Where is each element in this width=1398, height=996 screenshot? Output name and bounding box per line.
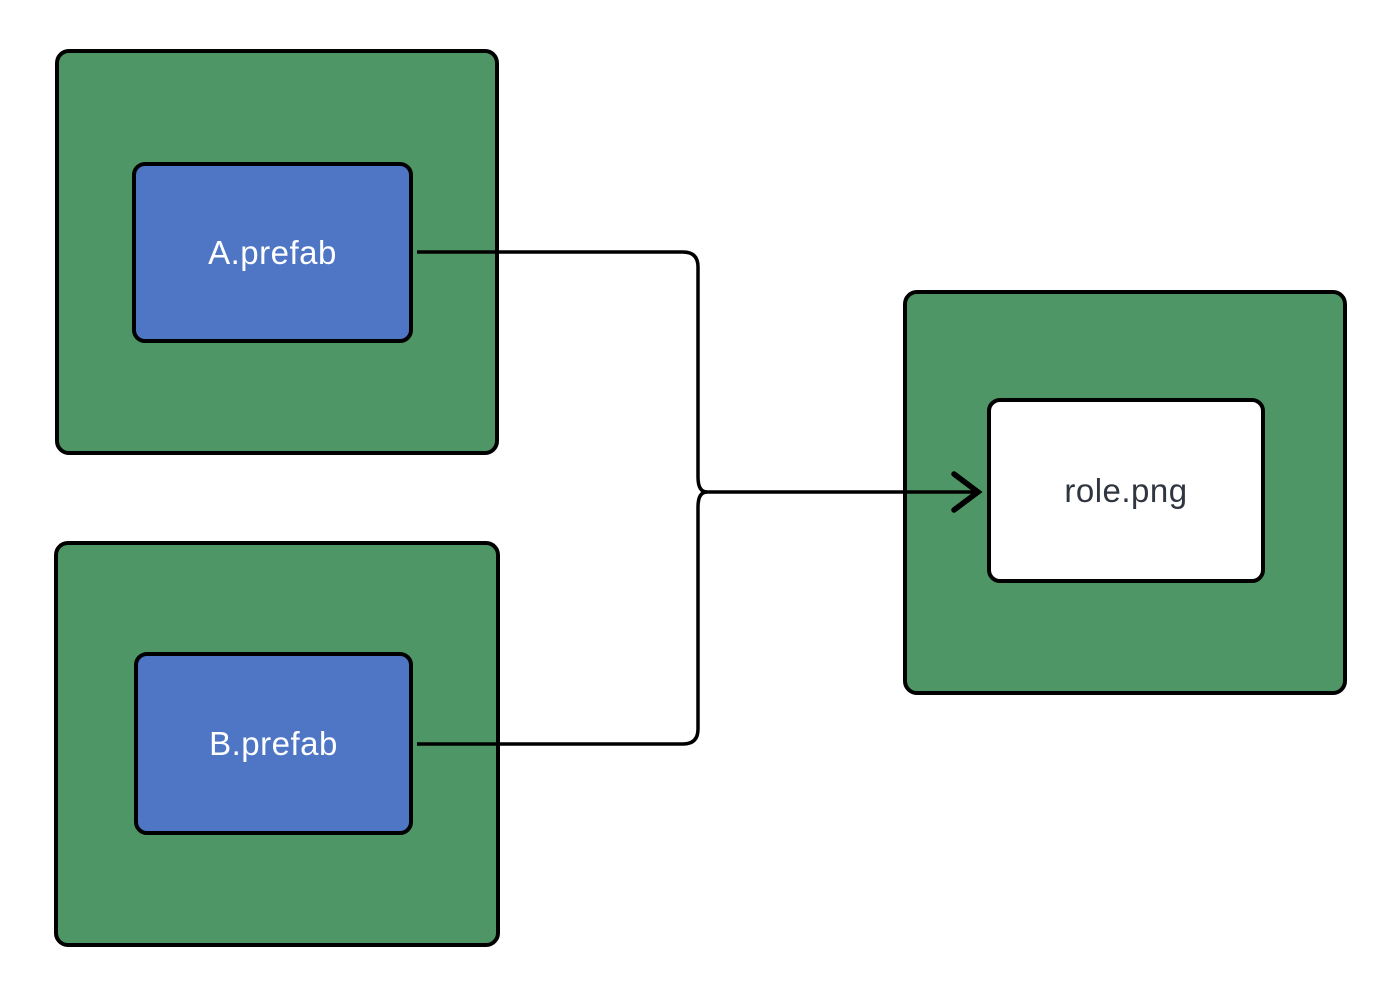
prefab-a-label: A.prefab	[208, 233, 337, 271]
asset-role-png-box: role.png	[987, 398, 1265, 583]
asset-role-png-label: role.png	[1064, 471, 1188, 509]
prefab-b-box: B.prefab	[134, 652, 413, 835]
prefab-b-label: B.prefab	[209, 724, 338, 762]
prefab-a-box: A.prefab	[132, 162, 413, 343]
